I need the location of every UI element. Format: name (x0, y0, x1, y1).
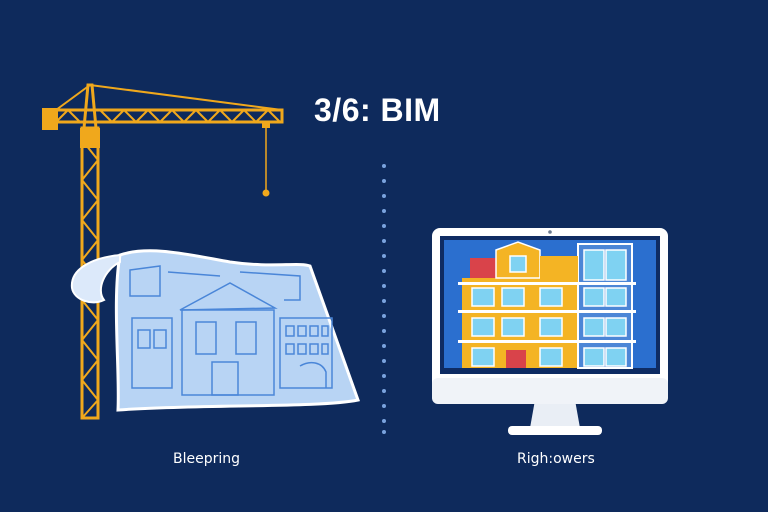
building-icon (458, 241, 636, 369)
crane-icon (42, 83, 284, 420)
page-title: 3/6: BIM (314, 92, 441, 128)
blueprint-caption: Bleepring (173, 451, 241, 467)
blueprint-icon (70, 249, 360, 412)
bim-caption: Righ:owers (517, 451, 595, 467)
divider (382, 164, 386, 434)
